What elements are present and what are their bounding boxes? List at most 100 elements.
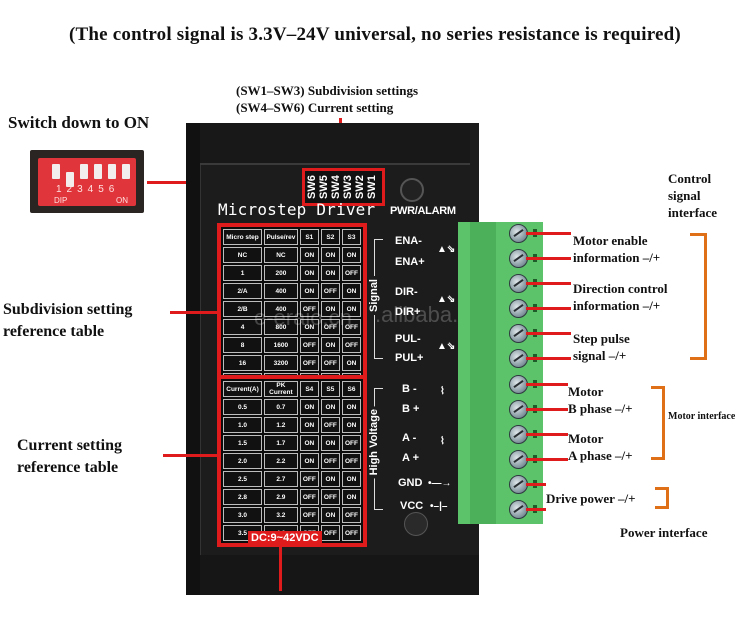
callout-line: Direction control (573, 281, 668, 296)
control-bracket (690, 357, 705, 360)
dip-lever-4 (94, 164, 102, 179)
callout-line: signal (668, 188, 701, 203)
callout-line: information –/+ (573, 298, 661, 313)
table-cell: 2/B (223, 301, 262, 317)
terminal-leader-line (526, 508, 546, 511)
header-cell: S4 (299, 381, 319, 397)
table-cell: 400 (264, 301, 298, 317)
table-cell: ON (299, 417, 319, 433)
pin-label: B + (402, 403, 420, 415)
table-cell: ON (299, 399, 319, 415)
dip-lever-3 (80, 164, 88, 179)
table-cell: ON (299, 453, 319, 469)
sw-note-line2: (SW4–SW6) Current setting (236, 100, 394, 115)
motor-bracket (651, 457, 663, 460)
terminal-leader-line (526, 357, 571, 360)
callout-line: Current setting (17, 437, 123, 454)
pwr-alarm-led-icon (400, 178, 424, 202)
table-cell: NC (264, 247, 298, 263)
table-cell: ON (320, 337, 340, 353)
mounting-screw-icon (404, 512, 428, 536)
table-cell: NC (223, 247, 262, 263)
screw-slot (513, 480, 524, 488)
terminal-leader-line (526, 408, 568, 411)
direction-callout: Direction control information –/+ (573, 280, 667, 314)
callout-line: reference table (17, 459, 119, 476)
control-signal-interface-title: Control signal interface (668, 170, 717, 221)
callout-line: Motor (568, 431, 604, 446)
terminal-block-ridge (470, 222, 496, 524)
dip-on-text: ON (116, 196, 128, 205)
vcc-arrow-icon: •–|– (430, 501, 448, 512)
table-cell: 1.5 (223, 435, 262, 451)
table-cell: ON (341, 471, 361, 487)
table-cell: OFF (320, 417, 340, 433)
driver-bottom-recess (200, 555, 479, 595)
table-cell: ON (341, 355, 361, 371)
table-cell: ON (341, 283, 361, 299)
table-cell: OFF (299, 507, 319, 523)
screw-slot (513, 380, 524, 388)
terminal-leader-line (526, 383, 568, 386)
header-cell: S6 (341, 381, 361, 397)
callout-line: signal –/+ (573, 348, 627, 363)
optocoupler-led-icon: ▲⇘ (437, 244, 456, 255)
switch-function-note: (SW1–SW3) Subdivision settings (SW4–SW6)… (236, 82, 418, 116)
screw-slot (513, 254, 524, 262)
screw-slot (513, 279, 524, 287)
table-cell: ON (299, 265, 319, 281)
dip-switch-body: 123456 DIP ON (38, 158, 136, 206)
table-cell: ON (320, 247, 340, 263)
terminal-leader-line (526, 282, 571, 285)
table-cell: 200 (264, 265, 298, 281)
screw-slot (513, 329, 524, 337)
dip-switch-photo: 123456 DIP ON (30, 150, 144, 213)
screw-slot (513, 430, 524, 438)
header-cell: S2 (320, 229, 340, 245)
table-cell: 16 (223, 355, 262, 371)
driver-side-edge (186, 123, 201, 595)
watermark: e-eraio.cn (254, 305, 352, 330)
table-cell: ON (320, 399, 340, 415)
dip-lever-5 (108, 164, 116, 179)
power-bracket (655, 506, 667, 509)
pin-label: GND (398, 477, 423, 489)
table-cell: 2.2 (264, 453, 298, 469)
table-cell: ON (299, 435, 319, 451)
table-cell: ON (320, 301, 340, 317)
table-cell: ON (320, 471, 340, 487)
table-cell: 1.0 (223, 417, 262, 433)
terminal-leader-line (526, 458, 568, 461)
table-header-row: Current(A) PK Current S4 S5 S6 (223, 381, 361, 397)
sw-label: SW3 (342, 175, 354, 199)
motor-bracket (662, 386, 665, 460)
header-cell: PK Current (264, 381, 298, 397)
dip-lever-2 (66, 172, 74, 187)
table-cell: OFF (341, 525, 361, 541)
screw-slot (513, 229, 524, 237)
table-cell: OFF (299, 471, 319, 487)
screw-slot (513, 354, 524, 362)
table-cell: 3200 (264, 355, 298, 371)
high-voltage-group-label: High Voltage (368, 406, 380, 479)
callout-line: B phase –/+ (568, 401, 633, 416)
motor-bracket (651, 386, 663, 389)
table-cell: OFF (320, 319, 340, 335)
table-cell: ON (341, 247, 361, 263)
drive-power-callout: Drive power –/+ (546, 491, 636, 506)
header-cell: S1 (299, 229, 319, 245)
pin-label: B - (402, 383, 417, 395)
dip-lever-6 (122, 164, 130, 179)
header-cell: S5 (320, 381, 340, 397)
table-cell: 400 (264, 283, 298, 299)
callout-line: reference table (3, 323, 105, 340)
dip-lever-1 (52, 164, 60, 179)
subdivision-leader-line (170, 311, 217, 314)
